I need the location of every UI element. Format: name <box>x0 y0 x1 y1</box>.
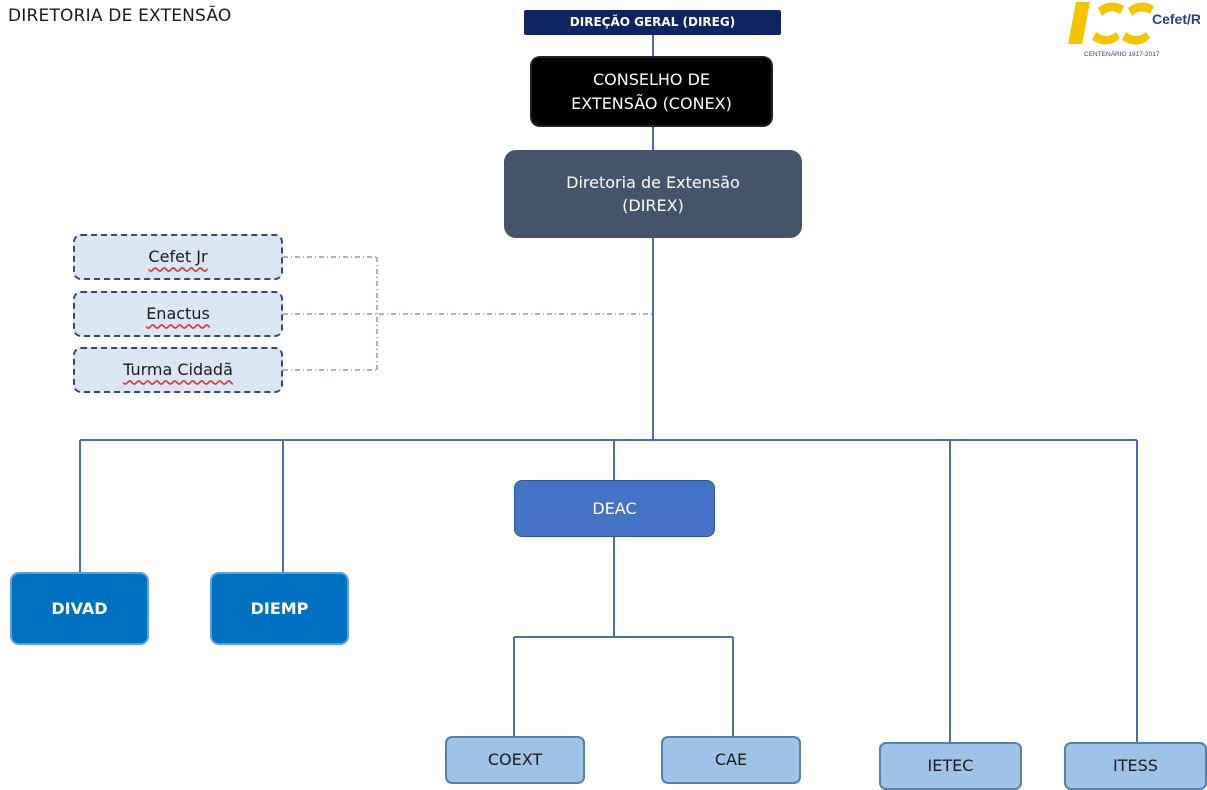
page-title: DIRETORIA DE EXTENSÃO <box>8 6 232 26</box>
diemp-label: DIEMP <box>250 598 309 618</box>
cae-box: CAE <box>661 736 801 784</box>
deac-label: DEAC <box>592 498 637 518</box>
direg-box: DIREÇÃO GERAL (DIREG) <box>524 10 781 35</box>
direx-label-line1: Diretoria de Extensão <box>566 172 740 192</box>
logo-subtitle: CENTENÁRIO 1917-2017 <box>1084 49 1160 58</box>
turma-cidada-box: Turma Cidadã <box>73 347 283 393</box>
conex-label-line1: CONSELHO DE <box>592 70 711 90</box>
logo-text: Cefet/RJ <box>1152 11 1200 27</box>
conex-label-line2: EXTENSÃO (CONEX) <box>571 93 732 113</box>
itess-box: ITESS <box>1064 742 1207 790</box>
divad-box: DIVAD <box>10 572 149 645</box>
itess-label: ITESS <box>1113 756 1158 776</box>
ietec-box: IETEC <box>879 742 1022 790</box>
coext-box: COEXT <box>445 736 585 784</box>
divad-label: DIVAD <box>51 598 108 618</box>
enactus-box: Enactus <box>73 291 283 337</box>
cae-label: CAE <box>714 750 748 770</box>
direg-label: DIREÇÃO GERAL (DIREG) <box>569 14 736 29</box>
cefet-centenario-logo: Cefet/RJ CENTENÁRIO 1917-2017 <box>1068 2 1200 58</box>
enactus-label: Enactus <box>146 304 210 324</box>
cefet-jr-box: Cefet Jr <box>73 234 283 280</box>
direx-label-line2: (DIREX) <box>622 196 684 215</box>
conex-box: CONSELHO DE EXTENSÃO (CONEX) <box>532 58 771 125</box>
ietec-label: IETEC <box>927 756 974 776</box>
turma-cidada-label: Turma Cidadã <box>123 360 233 380</box>
coext-label: COEXT <box>487 750 543 770</box>
direx-box: Diretoria de Extensão (DIREX) <box>504 150 802 238</box>
cefet-jr-label: Cefet Jr <box>148 247 208 267</box>
deac-box: DEAC <box>514 480 715 537</box>
diemp-box: DIEMP <box>210 572 349 645</box>
